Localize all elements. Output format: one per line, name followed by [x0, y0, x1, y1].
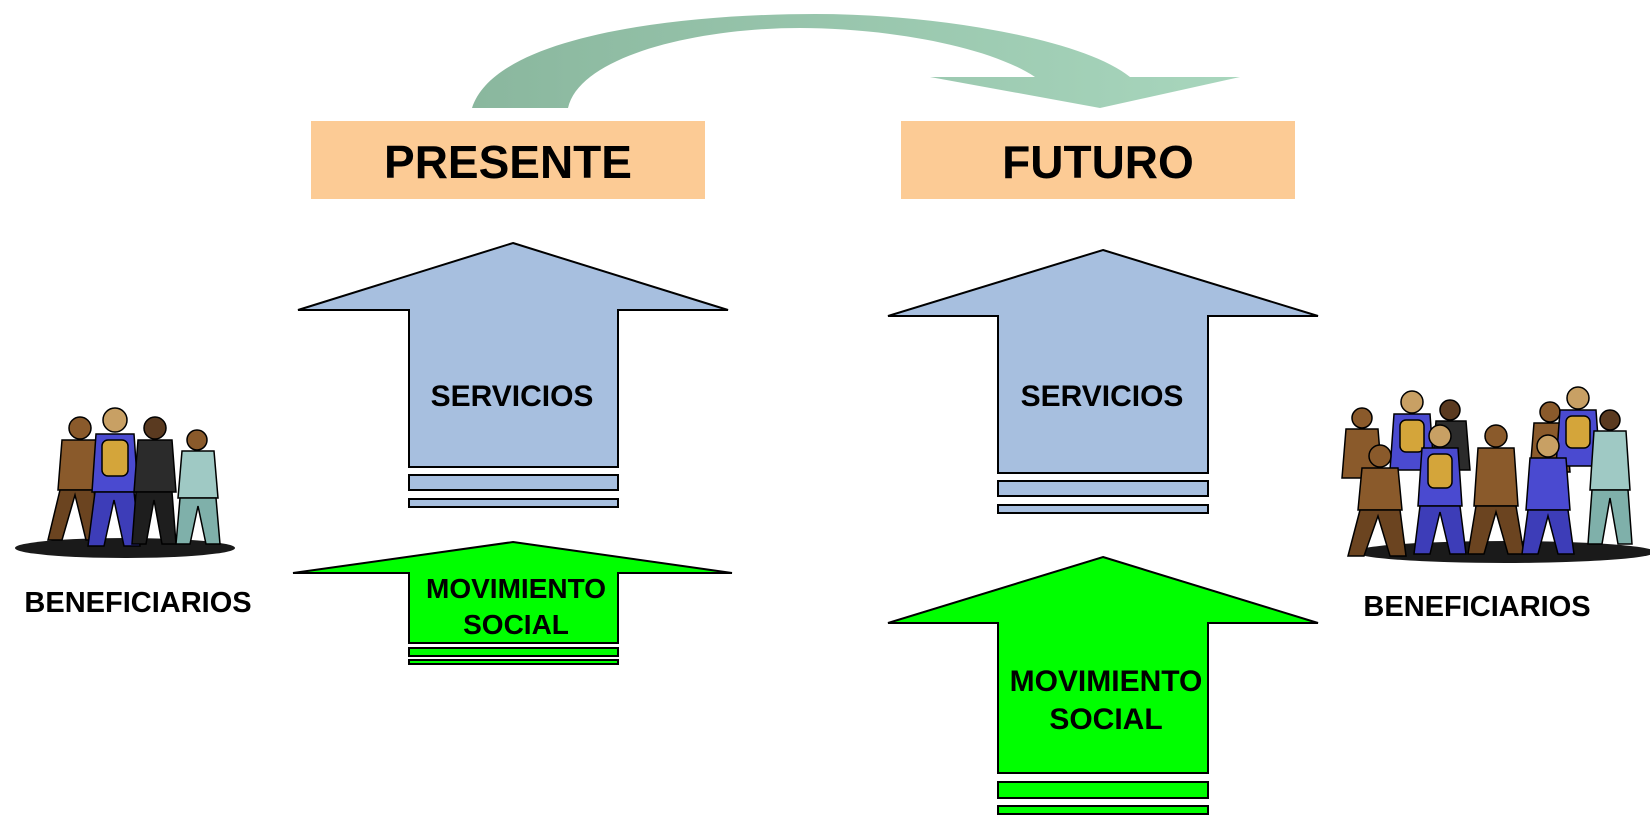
present-movement-arrow: MOVIMIENTO SOCIAL: [292, 540, 733, 665]
future-movement-arrow: MOVIMIENTO SOCIAL: [887, 555, 1319, 815]
present-services-label: SERVICIOS: [431, 380, 594, 413]
people-group-icon: [15, 407, 235, 558]
future-movement-label-line2: SOCIAL: [1049, 703, 1162, 736]
present-movement-label-line2: SOCIAL: [463, 609, 569, 640]
people-crowd-icon: [1341, 386, 1650, 563]
present-label-box: PRESENTE: [311, 121, 705, 199]
future-movement-label-line1: MOVIMIENTO: [1010, 665, 1203, 698]
right-beneficiaries-label: BENEFICIARIOS: [1363, 591, 1590, 623]
curved-arrow-icon: [472, 14, 1240, 108]
future-services-label: SERVICIOS: [1021, 380, 1184, 413]
present-movement-label-line1: MOVIMIENTO: [426, 573, 606, 604]
present-title: PRESENTE: [384, 136, 632, 188]
left-beneficiaries-label: BENEFICIARIOS: [24, 587, 251, 619]
future-label-box: FUTURO: [901, 121, 1295, 199]
future-title: FUTURO: [1002, 136, 1194, 188]
future-services-arrow: SERVICIOS: [887, 248, 1319, 514]
present-services-arrow: SERVICIOS: [297, 241, 729, 508]
